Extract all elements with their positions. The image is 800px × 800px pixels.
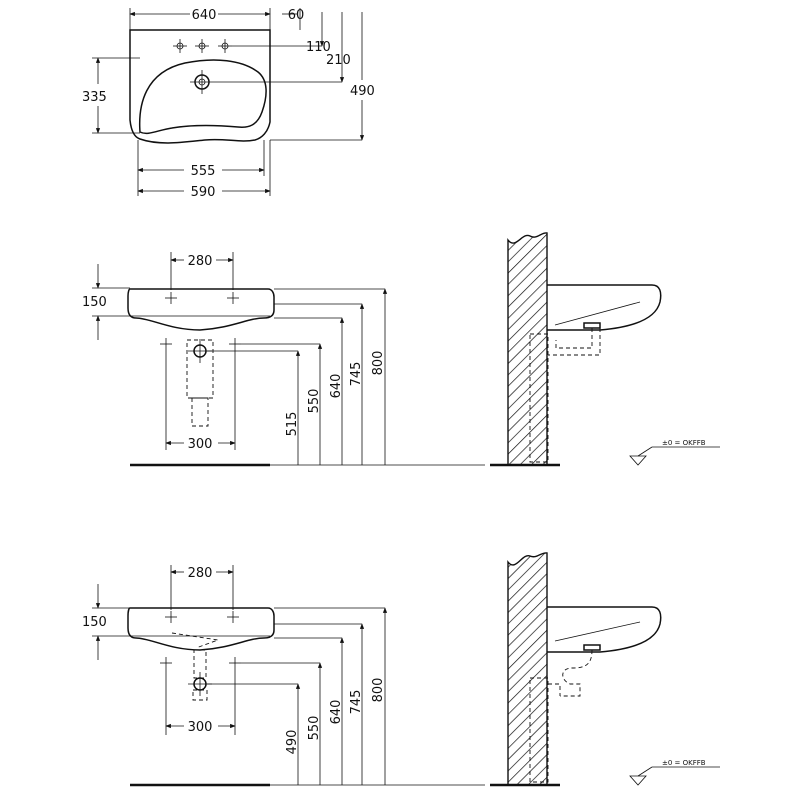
wall-1 [507,232,548,466]
wall-2 [507,552,548,786]
tap-hole-right [218,39,232,53]
side-view-1: ±0 = OKFFB [490,232,720,467]
dim-550-2: 550 [307,716,322,741]
basin-side-1 [547,284,662,331]
fixing-point-right [229,338,241,350]
dim-60: 60 [288,8,305,23]
basin-front-2 [127,607,275,651]
dim-640-2: 640 [329,700,344,725]
basin-outline-top [129,29,271,144]
floor-label-1: ±0 = OKFFB [662,439,706,447]
floor-label-2: ±0 = OKFFB [662,759,706,767]
dim-280-1: 280 [188,254,213,269]
dim-640: 640 [192,8,217,23]
tap-hole-center [195,39,209,53]
dim-550-1: 550 [307,389,322,414]
front-view-2: 280 150 300 490 550 640 745 800 [82,565,485,787]
side-view-2: ±0 = OKFFB [490,552,720,787]
dim-555: 555 [191,164,216,179]
fixing-point-left-2 [160,657,172,669]
dim-490-front: 490 [285,730,300,755]
dim-280-2: 280 [188,566,213,581]
tap-mark-left [165,292,177,304]
dim-150-2: 150 [82,615,107,630]
tap-mark-right [227,292,239,304]
basin-side-2 [547,606,662,653]
fixing-point-left [160,338,172,350]
dim-110: 110 [306,40,331,55]
bowl-outline [138,59,267,135]
tap-mark-right-2 [227,611,239,623]
front-view-1: 280 150 300 515 550 640 745 800 [82,252,485,467]
dim-745-1: 745 [349,362,364,387]
dim-800-1: 800 [371,351,386,376]
dim-515: 515 [285,412,300,437]
tap-hole-left [173,39,187,53]
fixing-point-right-2 [229,657,241,669]
dim-300-2: 300 [188,720,213,735]
dim-335: 335 [82,90,107,105]
dim-640-1: 640 [329,374,344,399]
dim-800-2: 800 [371,678,386,703]
dim-150-1: 150 [82,295,107,310]
top-view: 640 60 110 210 490 335 555 590 [82,8,375,200]
dim-590: 590 [191,185,216,200]
dim-210: 210 [326,53,351,68]
tap-mark-left-2 [165,611,177,623]
dim-745-2: 745 [349,690,364,715]
basin-front-1 [127,288,275,331]
waste-outlet [190,70,214,94]
dim-300-1: 300 [188,437,213,452]
dim-490: 490 [350,84,375,99]
